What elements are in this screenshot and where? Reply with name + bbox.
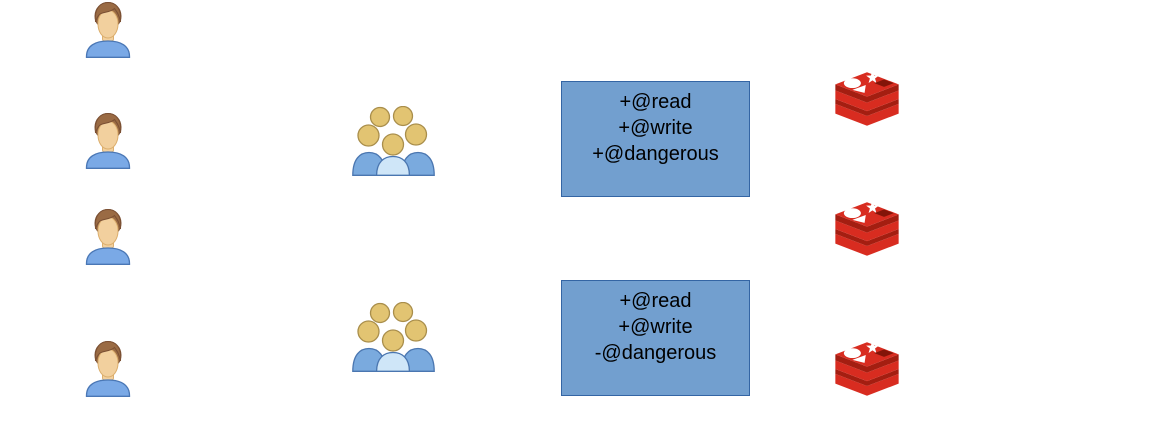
acl-rule-box: +@read +@write -@dangerous: [561, 280, 750, 396]
user-group-icon: [352, 106, 435, 176]
acl-rule-box: +@read +@write +@dangerous: [561, 81, 750, 197]
redis-database-icon: [834, 341, 900, 397]
acl-rule-line: +@read: [619, 91, 692, 113]
user-icon: [85, 1, 131, 58]
user-group-icon: [352, 302, 435, 372]
acl-rule-line: +@write: [618, 117, 693, 139]
user-icon: [85, 112, 131, 169]
acl-rule-line: +@write: [618, 316, 693, 338]
redis-database-icon: [834, 201, 900, 257]
acl-rule-line: +@dangerous: [592, 143, 719, 165]
acl-rule-line: +@read: [619, 290, 692, 312]
user-icon: [85, 208, 131, 265]
acl-rule-line: -@dangerous: [594, 342, 717, 364]
user-icon: [85, 340, 131, 397]
redis-database-icon: [834, 71, 900, 127]
